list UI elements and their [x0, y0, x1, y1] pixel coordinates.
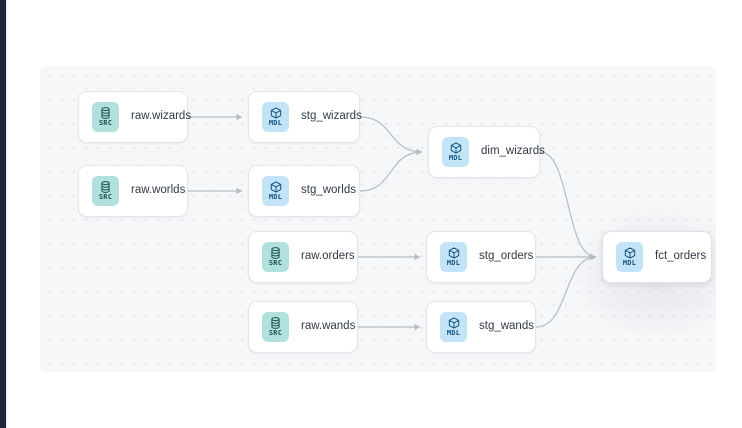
node-type-badge-src: SRC — [262, 312, 289, 342]
node-label: stg_worlds — [301, 184, 356, 197]
node-type-badge-src: SRC — [92, 176, 119, 206]
edge-arrowhead-raw_wizards-to-stg_wizards — [236, 113, 242, 121]
edge-stg_worlds-to-dim_wizards — [359, 151, 423, 192]
node-type-badge-label: MDL — [268, 119, 283, 127]
node-type-badge-label: SRC — [98, 119, 113, 127]
rail-divider — [6, 0, 7, 428]
node-type-badge-src: SRC — [262, 242, 289, 272]
graph-node-dim_wizards[interactable]: MDL dim_wizards — [428, 126, 545, 178]
database-icon — [101, 181, 110, 193]
edge-arrowhead-raw_orders-to-stg_orders — [414, 253, 420, 261]
node-type-badge-mdl: MDL — [442, 137, 469, 167]
database-icon — [101, 107, 110, 119]
node-label: raw.wizards — [131, 110, 192, 123]
cube-icon — [450, 142, 461, 154]
database-icon — [271, 317, 280, 329]
node-type-badge-mdl: MDL — [440, 242, 467, 272]
edge-arrowhead-stg_worlds-to-dim_wizards — [416, 148, 422, 156]
graph-node-stg_orders[interactable]: MDL stg_orders — [426, 231, 536, 283]
graph-node-raw_wizards[interactable]: SRC raw.wizards — [78, 91, 192, 143]
node-type-badge-mdl: MDL — [616, 242, 643, 272]
cube-icon — [448, 247, 459, 259]
edge-dim_wizards-to-fct_orders — [539, 151, 597, 258]
edge-arrowhead-stg_wands-to-fct_orders — [590, 253, 596, 261]
cube-icon — [270, 107, 281, 119]
graph-node-stg_worlds[interactable]: MDL stg_worlds — [248, 165, 360, 217]
graph-node-stg_wands[interactable]: MDL stg_wands — [426, 301, 536, 353]
edge-arrowhead-raw_worlds-to-stg_worlds — [236, 187, 242, 195]
node-type-badge-label: MDL — [268, 193, 283, 201]
edge-stg_wands-to-fct_orders — [535, 256, 597, 328]
graph-node-raw_worlds[interactable]: SRC raw.worlds — [78, 165, 188, 217]
graph-node-fct_orders[interactable]: MDL fct_orders — [602, 231, 712, 283]
node-type-badge-label: MDL — [446, 329, 461, 337]
node-type-badge-mdl: MDL — [440, 312, 467, 342]
left-navigation-rail[interactable] — [0, 0, 6, 428]
edge-stg_wizards-to-dim_wizards — [359, 116, 423, 153]
node-type-badge-label: SRC — [268, 329, 283, 337]
graph-node-raw_orders[interactable]: SRC raw.orders — [248, 231, 358, 283]
edge-layer — [187, 113, 597, 331]
node-label: raw.orders — [301, 250, 355, 263]
cube-icon — [448, 317, 459, 329]
node-type-badge-mdl: MDL — [262, 176, 289, 206]
node-type-badge-src: SRC — [92, 102, 119, 132]
node-type-badge-label: MDL — [446, 259, 461, 267]
graph-node-raw_wands[interactable]: SRC raw.wands — [248, 301, 358, 353]
graph-node-stg_wizards[interactable]: MDL stg_wizards — [248, 91, 362, 143]
node-type-badge-label: MDL — [448, 154, 463, 162]
node-label: raw.worlds — [131, 184, 186, 197]
cube-icon — [624, 247, 635, 259]
node-label: stg_orders — [479, 250, 534, 263]
cube-icon — [270, 181, 281, 193]
node-label: raw.wands — [301, 320, 356, 333]
node-type-badge-label: SRC — [98, 193, 113, 201]
database-icon — [271, 247, 280, 259]
node-label: dim_wizards — [481, 145, 545, 158]
node-label: stg_wizards — [301, 110, 362, 123]
node-label: stg_wands — [479, 320, 534, 333]
node-type-badge-label: SRC — [268, 259, 283, 267]
node-label: fct_orders — [655, 250, 707, 263]
edge-arrowhead-raw_wands-to-stg_wands — [414, 323, 420, 331]
node-type-badge-label: MDL — [622, 259, 637, 267]
node-type-badge-mdl: MDL — [262, 102, 289, 132]
